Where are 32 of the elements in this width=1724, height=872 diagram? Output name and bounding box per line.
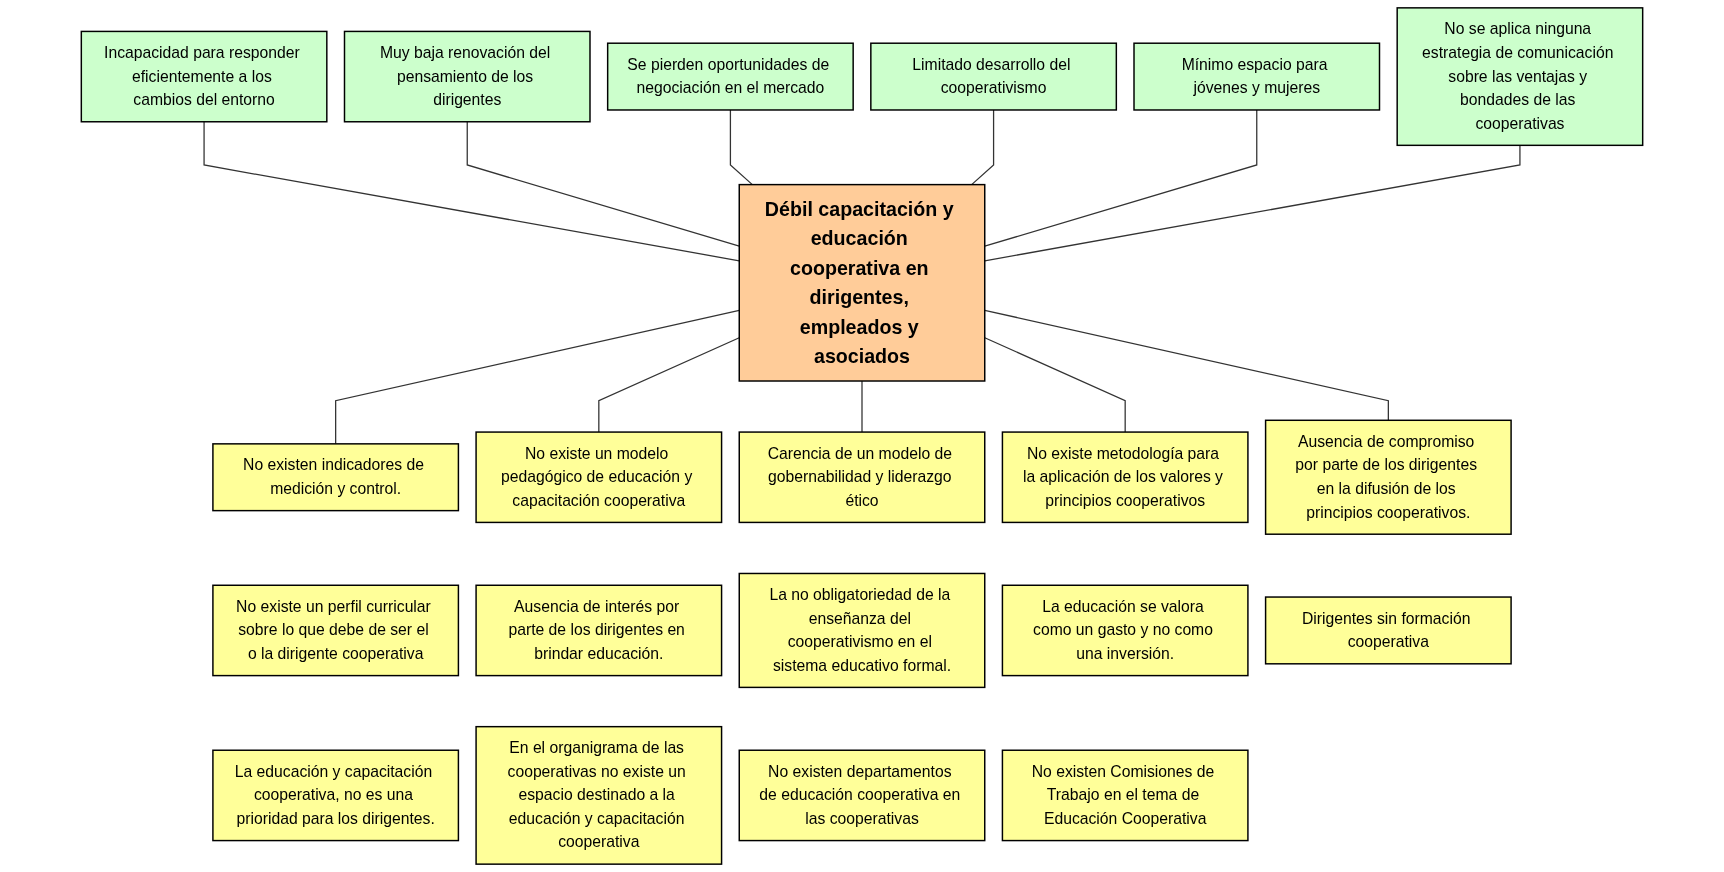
connector <box>984 144 1521 262</box>
connector <box>729 109 753 186</box>
node-box: La educación y capacitación cooperativa, no es una prioridad para los dirigentes. <box>212 749 460 842</box>
node-box: Ausencia de compromiso por parte de los dirigentes en la difusión de los principios cooperativos. <box>1264 419 1512 535</box>
connector <box>984 337 1126 433</box>
connector <box>466 121 740 247</box>
node-box: Carencia de un modelo de gobernabilidad y liderazgo ético <box>738 431 986 524</box>
node-box: Ausencia de interés por parte de los dirigentes en brindar educación. <box>475 584 723 677</box>
node-box: Incapacidad para responder eficientemente a los cambios del entorno <box>80 30 328 123</box>
connector <box>335 309 740 445</box>
connector <box>984 109 1258 247</box>
node-box: No existen indicadores de medición y control. <box>212 443 460 512</box>
node-box: Mínimo espacio para jóvenes y mujeres <box>1133 42 1381 111</box>
node-box: La no obligatoriedad de la enseñanza del cooperativismo en el sistema educativo formal. <box>738 572 986 689</box>
connector <box>971 109 995 186</box>
node-box: Dirigentes sin formación cooperativa <box>1264 596 1512 665</box>
node-box: Muy baja renovación del pensamiento de los dirigentes <box>343 30 591 123</box>
node-box: No existen departamentos de educación cooperativa en las cooperativas <box>738 749 986 842</box>
connector <box>984 309 1389 421</box>
node-box: No existe un modelo pedagógico de educación y capacitación cooperativa <box>475 431 723 524</box>
node-box: En el organigrama de las cooperativas no existe un espacio destinado a la educación y capacitación cooperativa <box>475 725 723 865</box>
node-box: No existen Comisiones de Trabajo en el tema de Educación Cooperativa <box>1001 749 1249 842</box>
node-box: La educación se valora como un gasto y no como una inversión. <box>1001 584 1249 677</box>
node-box: No existe metodología para la aplicación de los valores y principios cooperativos <box>1001 431 1249 524</box>
node-box: Limitado desarrollo del cooperativismo <box>870 42 1118 111</box>
node-box: No existe un perfil curricular sobre lo que debe de ser el o la dirigente cooperativa <box>212 584 460 677</box>
connector <box>203 121 740 262</box>
connector <box>861 380 863 433</box>
connector <box>598 337 740 433</box>
node-box: No se aplica ninguna estrategia de comunicación sobre las ventajas y bondades de las cooperativas <box>1396 7 1644 147</box>
node-box: Se pierden oportunidades de negociación en el mercado <box>606 42 854 111</box>
node-box: Débil capacitación y educación cooperativa en dirigentes, empleados y asociados <box>738 183 986 382</box>
